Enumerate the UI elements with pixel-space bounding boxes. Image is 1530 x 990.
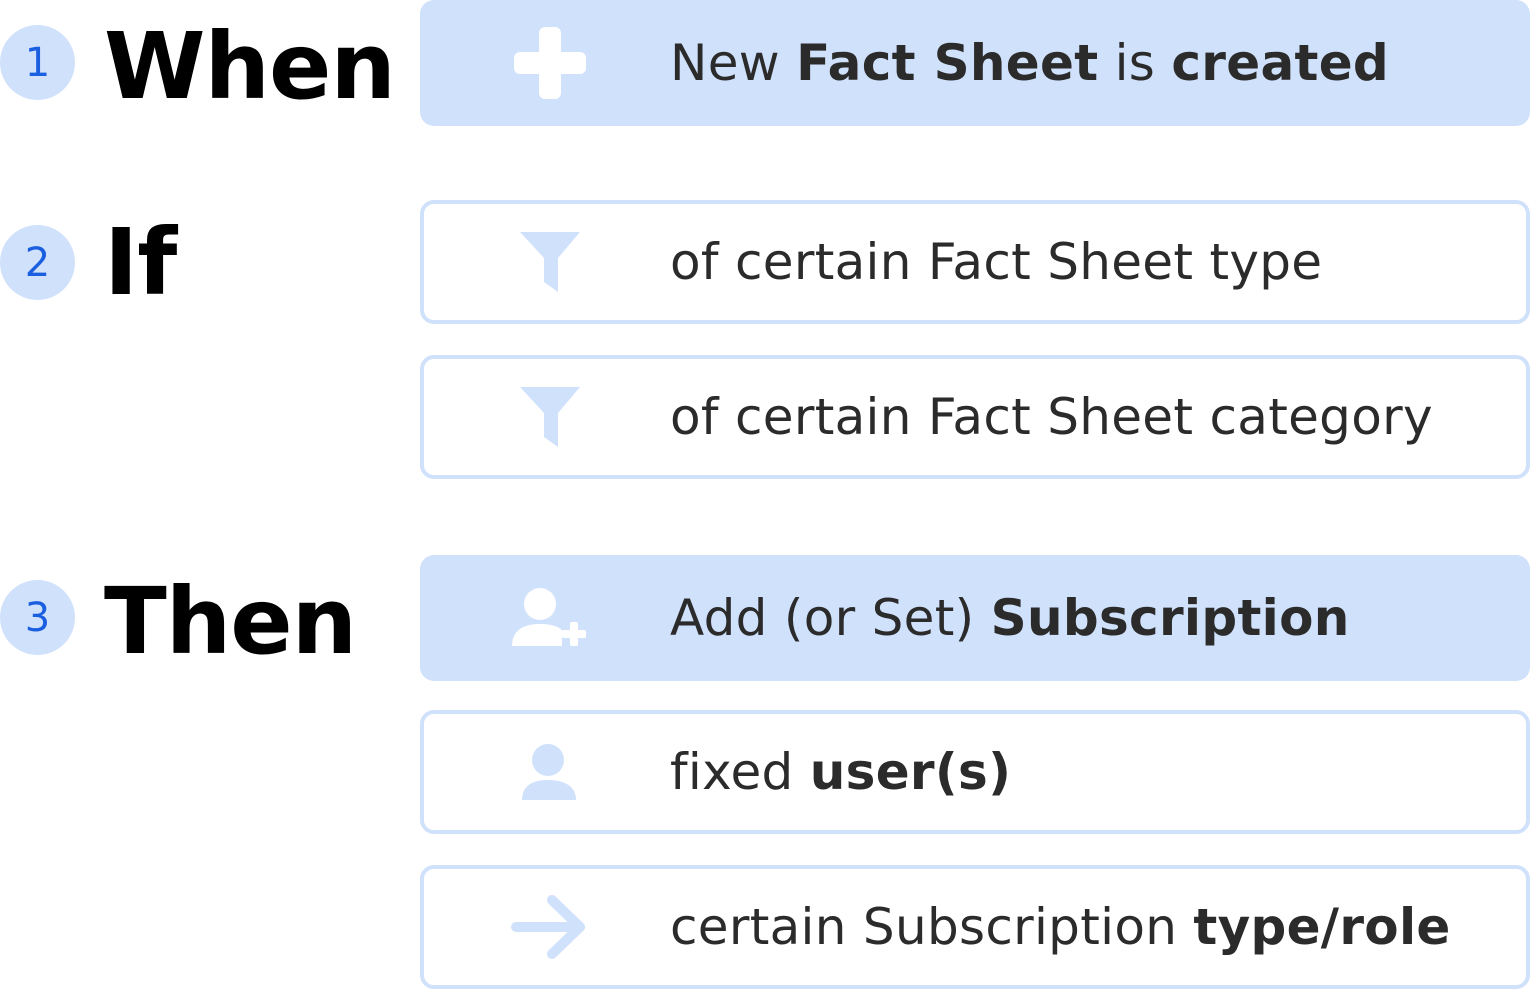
condition-card-label: of certain Fact Sheet category (670, 388, 1433, 446)
step-heading: When (104, 13, 396, 120)
condition-card-fact-sheet-type[interactable]: of certain Fact Sheet type (420, 200, 1530, 324)
action-card-label: fixed user(s) (670, 743, 1012, 801)
step-number-badge: 3 (0, 580, 75, 655)
step-then: 3 Then (0, 560, 400, 680)
step-number-badge: 2 (0, 225, 75, 300)
action-card-fixed-users[interactable]: fixed user(s) (420, 710, 1530, 834)
action-card-subscription-type-role[interactable]: certain Subscription type/role (420, 865, 1530, 989)
condition-card-label: of certain Fact Sheet type (670, 233, 1323, 291)
arrow-right-icon (508, 885, 592, 969)
trigger-card-label: New Fact Sheet is created (670, 34, 1389, 92)
add-user-icon (508, 576, 592, 660)
condition-card-fact-sheet-category[interactable]: of certain Fact Sheet category (420, 355, 1530, 479)
trigger-card-fact-sheet-created[interactable]: New Fact Sheet is created (420, 0, 1530, 126)
filter-icon (508, 220, 592, 304)
step-number-badge: 1 (0, 25, 75, 100)
filter-icon (508, 375, 592, 459)
user-icon (508, 730, 592, 814)
action-card-label: Add (or Set) Subscription (670, 589, 1350, 647)
step-when: 1 When (0, 5, 400, 125)
action-card-label: certain Subscription type/role (670, 898, 1451, 956)
step-if: 2 If (0, 205, 400, 325)
action-card-add-subscription[interactable]: Add (or Set) Subscription (420, 555, 1530, 681)
step-heading: Then (104, 568, 357, 675)
plus-icon (508, 21, 592, 105)
step-heading: If (104, 209, 177, 316)
